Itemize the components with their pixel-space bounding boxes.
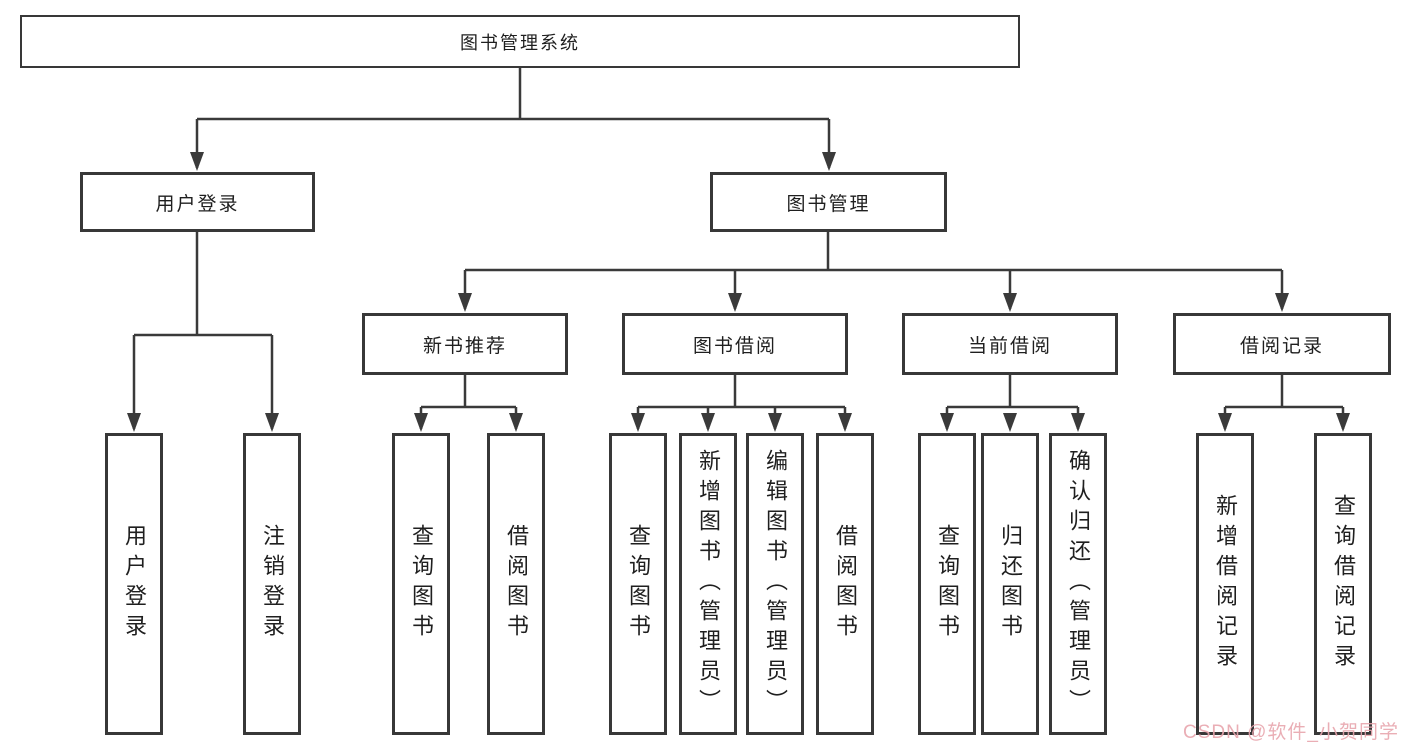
leaf-query-books-current: 查询图书 <box>918 433 976 735</box>
leaf-confirm-return-admin: 确认归还（管理员） <box>1049 433 1107 735</box>
leaf-query-books-recommend: 查询图书 <box>392 433 450 735</box>
leaf-add-borrow-record: 新增借阅记录 <box>1196 433 1254 735</box>
leaf-query-borrow-record: 查询借阅记录 <box>1314 433 1372 735</box>
leaf-edit-books-admin: 编辑图书（管理员） <box>746 433 804 735</box>
leaf-user-login: 用户登录 <box>105 433 163 735</box>
leaf-borrow-books-borrowing: 借阅图书 <box>816 433 874 735</box>
node-book-management: 图书管理 <box>710 172 947 232</box>
watermark: CSDN @软件_小贺同学 <box>1183 722 1399 743</box>
leaf-query-books-borrowing: 查询图书 <box>609 433 667 735</box>
node-new-book-recommend: 新书推荐 <box>362 313 568 375</box>
leaf-return-books: 归还图书 <box>981 433 1039 735</box>
node-user-login: 用户登录 <box>80 172 315 232</box>
node-root: 图书管理系统 <box>20 15 1020 68</box>
node-book-borrowing: 图书借阅 <box>622 313 848 375</box>
leaf-borrow-books-recommend: 借阅图书 <box>487 433 545 735</box>
leaf-add-books-admin: 新增图书（管理员） <box>679 433 737 735</box>
node-current-borrowing: 当前借阅 <box>902 313 1118 375</box>
node-borrowing-records: 借阅记录 <box>1173 313 1391 375</box>
leaf-logout: 注销登录 <box>243 433 301 735</box>
